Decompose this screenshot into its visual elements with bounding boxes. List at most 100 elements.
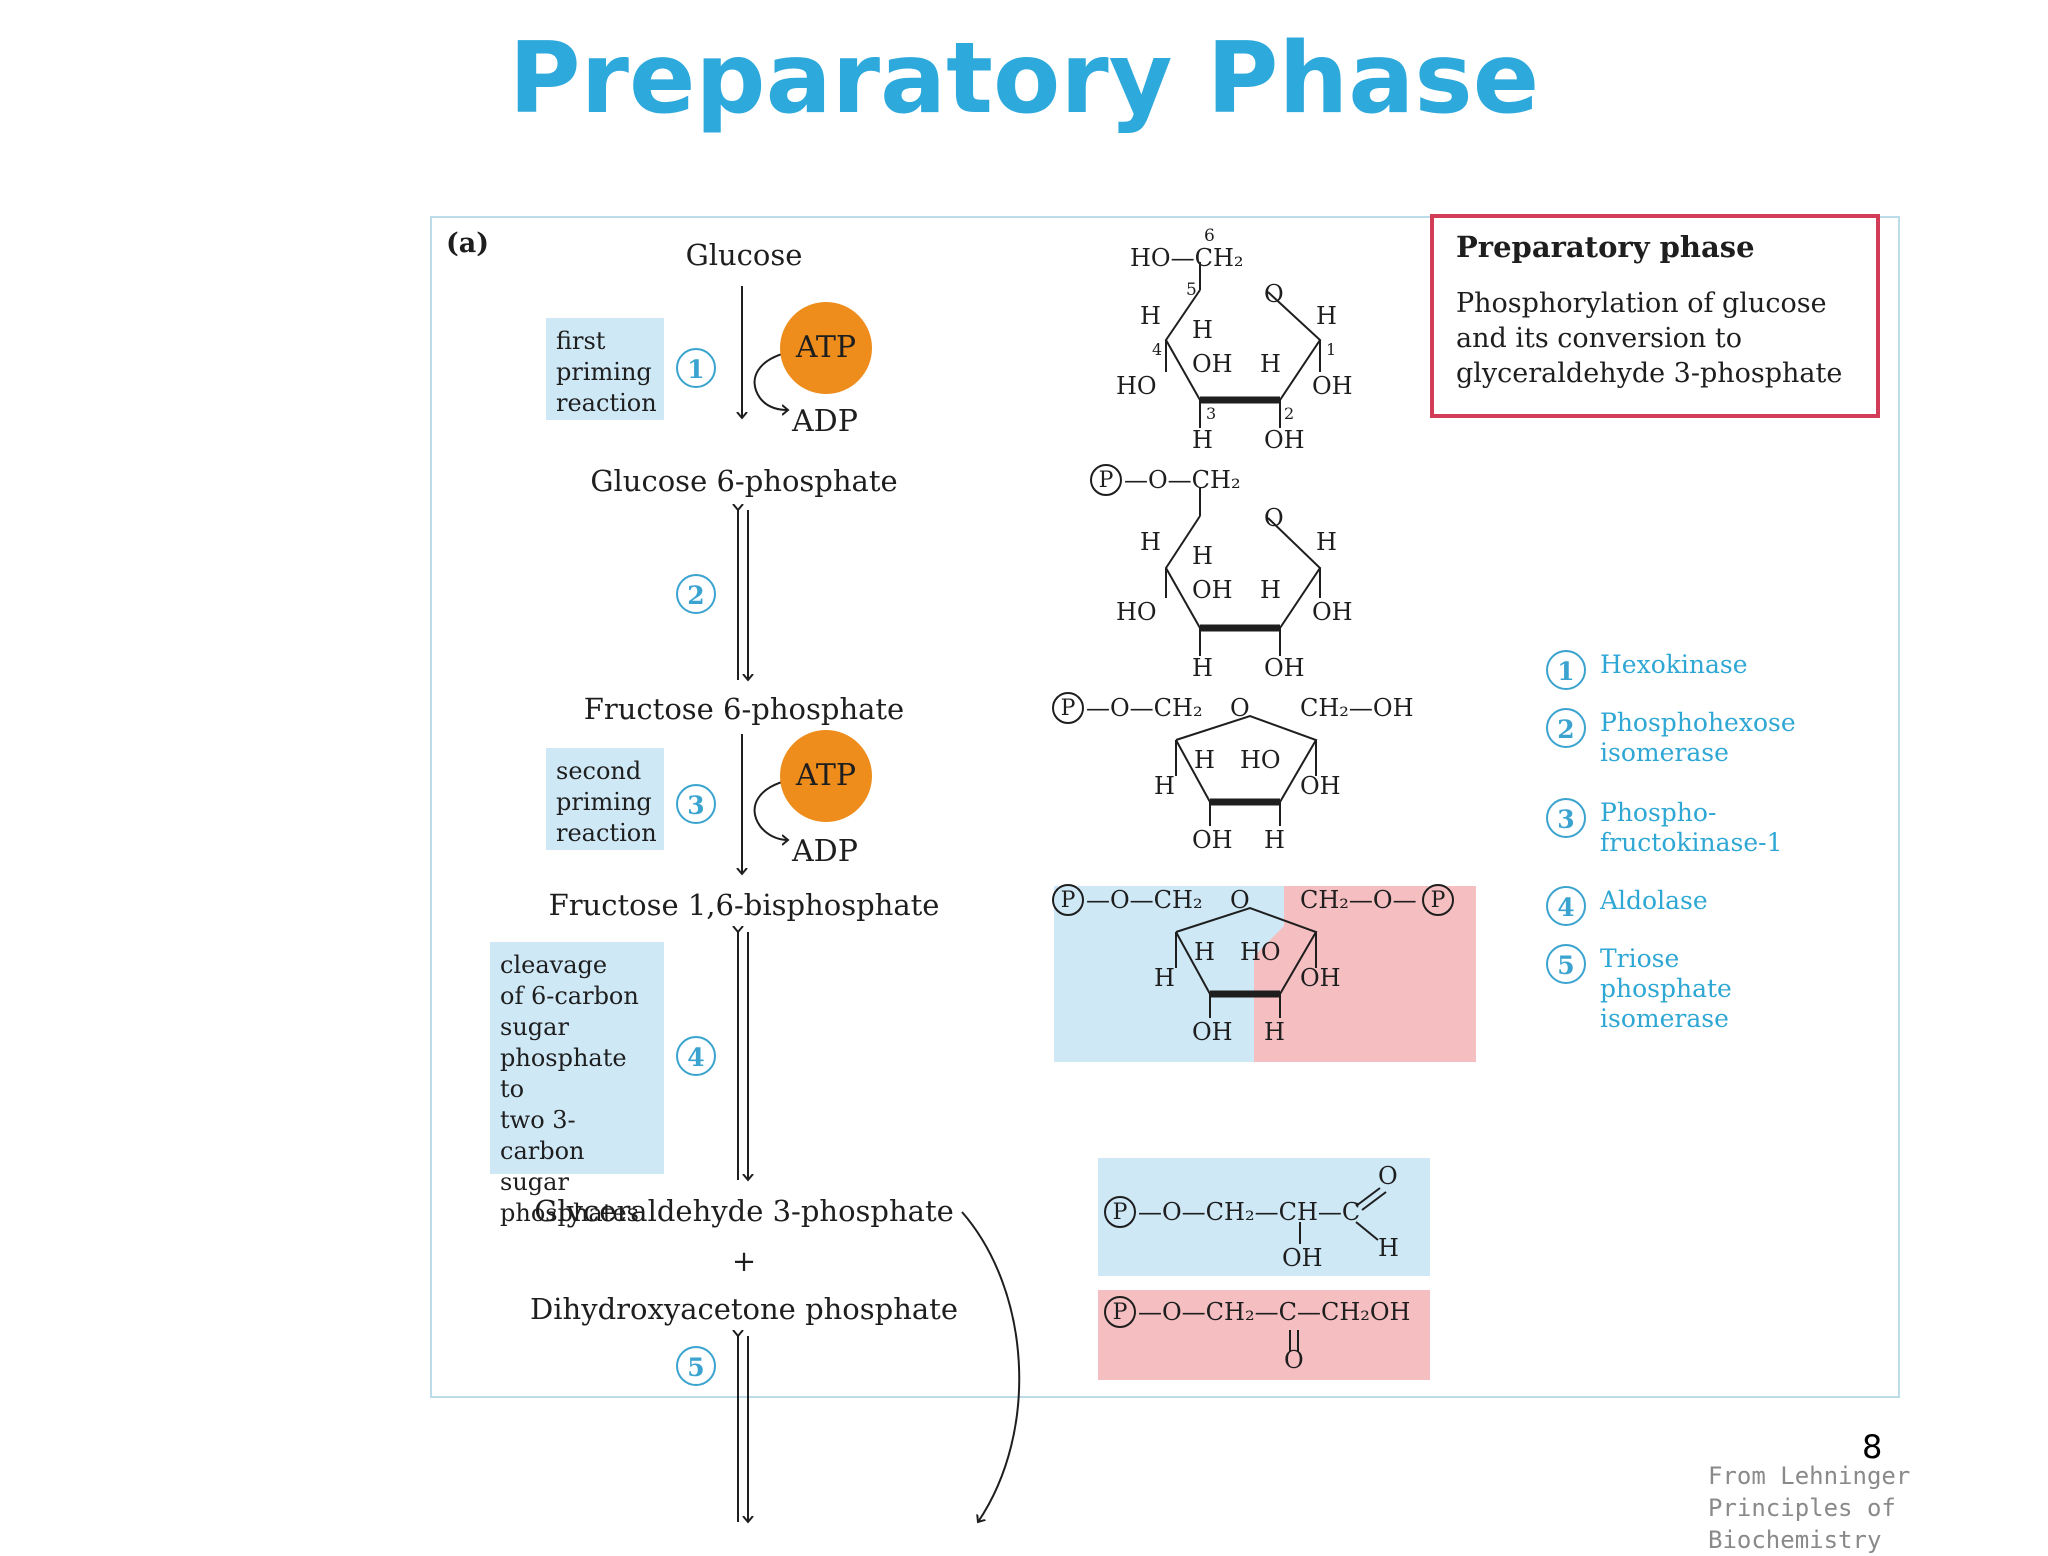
- glucose-oh-a: OH: [1192, 350, 1233, 378]
- g6p-h-d: H: [1260, 576, 1281, 604]
- g6p-ho: HO: [1116, 598, 1157, 626]
- adp-label-3: ADP: [792, 834, 858, 869]
- f16bp-oh-b: OH: [1192, 1018, 1233, 1046]
- glucose-c2: 2: [1284, 404, 1295, 423]
- f16bp-o-ch2: —O—CH₂: [1086, 886, 1203, 914]
- glucose-oh-b: OH: [1312, 372, 1353, 400]
- f6p-o-ch2: —O—CH₂: [1086, 694, 1203, 722]
- step-number-2: 2: [676, 574, 716, 614]
- glucose-ho: HO: [1116, 372, 1157, 400]
- dhap-to-gap-curve: [961, 1211, 1021, 1522]
- step-number-1: 1: [676, 348, 716, 388]
- glucose-c5: 5: [1186, 280, 1197, 300]
- g6p-h-c: H: [1316, 528, 1337, 556]
- f16bp-ring-o: O: [1230, 886, 1250, 914]
- info-box-description: Phosphorylation of glucose and its conve…: [1456, 288, 1843, 389]
- f6p-h-a: H: [1194, 746, 1215, 774]
- g6p-phosphate-circle: P: [1090, 464, 1122, 496]
- gap-oh: OH: [1282, 1244, 1323, 1272]
- step-number-4: 4: [676, 1036, 716, 1076]
- glucose-ho-ch2: HO—CH₂: [1130, 244, 1244, 272]
- source-credit: From Lehninger Principles of Biochemistr…: [1708, 1462, 1911, 1554]
- glucose-c6: 6: [1204, 226, 1215, 246]
- f16bp-h-b: H: [1154, 964, 1175, 992]
- f6p-ho: HO: [1240, 746, 1281, 774]
- f6p-h-b: H: [1154, 772, 1175, 800]
- g6p-o-ch2: —O—CH₂: [1124, 466, 1241, 494]
- glucose-ring-o: O: [1264, 280, 1284, 308]
- f6p-phosphate-circle: P: [1052, 692, 1084, 724]
- metabolite-glyceraldehyde-3-phosphate: Glyceraldehyde 3-phosphate: [534, 1194, 954, 1228]
- f16bp-h-a: H: [1194, 938, 1215, 966]
- g6p-h-a: H: [1140, 528, 1161, 556]
- enzyme-item-4: 4 Aldolase: [1546, 886, 1796, 944]
- f6p-ring-o: O: [1230, 694, 1250, 722]
- f16bp-ho: HO: [1240, 938, 1281, 966]
- dhap-keto-o: O: [1284, 1346, 1304, 1374]
- g6p-ring: [1164, 515, 1322, 629]
- adp-label-1: ADP: [792, 404, 858, 439]
- f16bp-phosphate-circle-2: P: [1422, 884, 1454, 916]
- atp-adp-curve-1: [753, 351, 791, 410]
- g6p-oh-c: OH: [1264, 654, 1305, 682]
- dhap-chain: —O—CH₂—C—CH₂OH: [1138, 1298, 1411, 1326]
- f16bp-phosphate-circle-1: P: [1052, 884, 1084, 916]
- atp-adp-curve-3: [753, 779, 791, 840]
- g6p-ring-o: O: [1264, 504, 1284, 532]
- f6p-oh-a: OH: [1300, 772, 1341, 800]
- g6p-h-b: H: [1192, 542, 1213, 570]
- glucose-oh-c: OH: [1264, 426, 1305, 454]
- step-number-3: 3: [676, 784, 716, 824]
- g6p-oh-b: OH: [1312, 598, 1353, 626]
- f16bp-h-c: H: [1264, 1018, 1285, 1046]
- glucose-h-d: H: [1260, 350, 1281, 378]
- f6p-ch2-oh: CH₂—OH: [1300, 694, 1414, 722]
- gap-aldehyde-h: H: [1378, 1234, 1399, 1262]
- preparatory-phase-box: Preparatory phase Phosphorylation of glu…: [1430, 214, 1880, 418]
- g6p-h-e: H: [1192, 654, 1213, 682]
- plus-sign: +: [731, 1244, 757, 1278]
- enzyme-item-3: 3 Phospho-fructokinase-1: [1546, 798, 1796, 886]
- f6p-ring: [1175, 714, 1318, 803]
- glucose-h-a: H: [1140, 302, 1161, 330]
- f16bp-ring: [1175, 906, 1318, 995]
- pathway-panel: [430, 216, 1900, 1398]
- atp-circle-1: ATP: [780, 302, 872, 394]
- step-number-5: 5: [676, 1346, 716, 1386]
- gap-chain: —O—CH₂—CH—C: [1138, 1198, 1361, 1226]
- gap-phosphate-circle: P: [1104, 1196, 1136, 1228]
- glucose-h-c: H: [1316, 302, 1337, 330]
- glucose-c3: 3: [1206, 404, 1217, 423]
- dhap-pink-region: [1098, 1290, 1430, 1380]
- gap-blue-region: [1098, 1158, 1430, 1276]
- metabolite-dihydroxyacetone-phosphate: Dihydroxyacetone phosphate: [529, 1292, 959, 1326]
- metabolite-fructose-1-6-bisphosphate: Fructose 1,6-bisphosphate: [548, 888, 940, 922]
- glucose-h-e: H: [1192, 426, 1213, 454]
- f16bp-ch2-o: CH₂—O—: [1300, 886, 1417, 914]
- f16bp-oh-a: OH: [1300, 964, 1341, 992]
- f6p-h-c: H: [1264, 826, 1285, 854]
- metabolite-glucose-6-phosphate: Glucose 6-phosphate: [590, 464, 898, 498]
- enzyme-item-1: 1 Hexokinase: [1546, 650, 1796, 708]
- metabolite-fructose-6-phosphate: Fructose 6-phosphate: [583, 692, 905, 726]
- f6p-oh-b: OH: [1192, 826, 1233, 854]
- atp-circle-3: ATP: [780, 730, 872, 822]
- page-number: 8: [1862, 1428, 1883, 1466]
- gap-aldehyde-o: O: [1378, 1162, 1398, 1190]
- panel-label: (a): [446, 228, 490, 259]
- glucose-c4: 4: [1152, 340, 1163, 359]
- slide-title: Preparatory Phase: [508, 22, 1540, 136]
- dhap-phosphate-circle: P: [1104, 1296, 1136, 1328]
- glucose-h-b: H: [1192, 316, 1213, 344]
- metabolite-glucose: Glucose: [685, 238, 803, 272]
- glucose-c1: 1: [1326, 340, 1337, 359]
- g6p-oh-a: OH: [1192, 576, 1233, 604]
